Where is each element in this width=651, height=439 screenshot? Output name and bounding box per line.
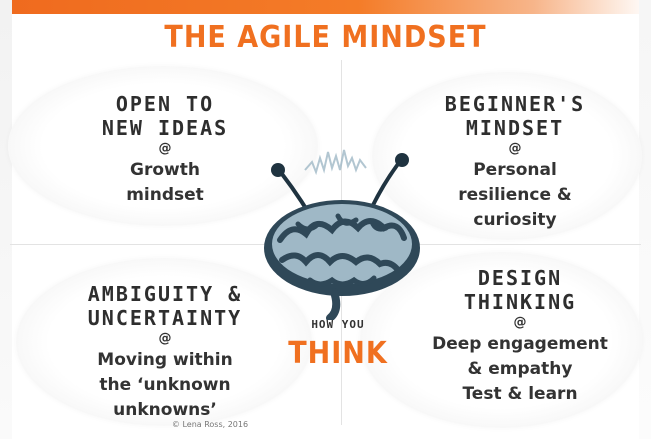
at-symbol: @ — [513, 315, 527, 330]
quadrant-beginners-mindset: BEGINNER'S MINDSET @ Personal resilience… — [420, 92, 610, 233]
quadrant-body-line3: Test & learn — [462, 384, 578, 404]
right-border — [639, 0, 651, 439]
quadrant-body-line1: Growth — [130, 160, 200, 180]
oval-bottom-left — [16, 258, 312, 426]
left-border — [0, 0, 12, 439]
quadrant-heading-line1: OPEN TO — [115, 92, 215, 116]
oval-bottom-right — [360, 252, 642, 428]
copyright-credit: © Lena Ross, 2016 — [171, 420, 249, 429]
quadrant-heading-line2: NEW IDEAS — [101, 116, 229, 140]
quadrant-body-line2: & empathy — [467, 359, 573, 379]
quadrant-body-line1: Personal — [473, 160, 557, 180]
how-you-label: HOW YOU — [311, 318, 365, 331]
top-accent-bar — [0, 0, 651, 14]
oval-top-right — [372, 72, 642, 240]
think-label: THINK — [288, 336, 388, 371]
quadrant-open-to-new-ideas: OPEN TO NEW IDEAS @ Growth mindset — [70, 92, 260, 208]
at-symbol: @ — [158, 331, 172, 346]
quadrant-body-line2: resilience & — [458, 185, 572, 205]
quadrant-heading-line2: MINDSET — [465, 116, 565, 140]
signal-wave-icon — [304, 149, 367, 176]
quadrant-heading-line1: BEGINNER'S — [444, 92, 586, 116]
quadrant-body-line2: the ‘unknown — [99, 375, 231, 395]
quadrant-ambiguity-uncertainty: AMBIGUITY & UNCERTAINTY @ Moving within … — [60, 282, 270, 423]
quadrant-body-line2: mindset — [126, 185, 204, 205]
quadrant-design-thinking: DESIGN THINKING @ Deep engagement & empa… — [415, 266, 625, 407]
quadrant-body-line3: unknowns’ — [113, 400, 217, 420]
at-symbol: @ — [508, 141, 522, 156]
quadrant-heading-line2: THINKING — [463, 290, 577, 314]
quadrant-heading-line1: AMBIGUITY & — [87, 282, 243, 306]
page-title: THE AGILE MINDSET — [164, 20, 487, 55]
quadrant-body-line1: Deep engagement — [432, 334, 608, 354]
oval-top-left — [8, 66, 318, 226]
at-symbol: @ — [158, 141, 172, 156]
quadrant-body-line1: Moving within — [97, 350, 233, 370]
quadrant-body-line3: curiosity — [473, 210, 557, 230]
quadrant-heading-line2: UNCERTAINTY — [87, 306, 243, 330]
quadrant-heading-line1: DESIGN — [477, 266, 563, 290]
brain-icon — [264, 149, 420, 320]
